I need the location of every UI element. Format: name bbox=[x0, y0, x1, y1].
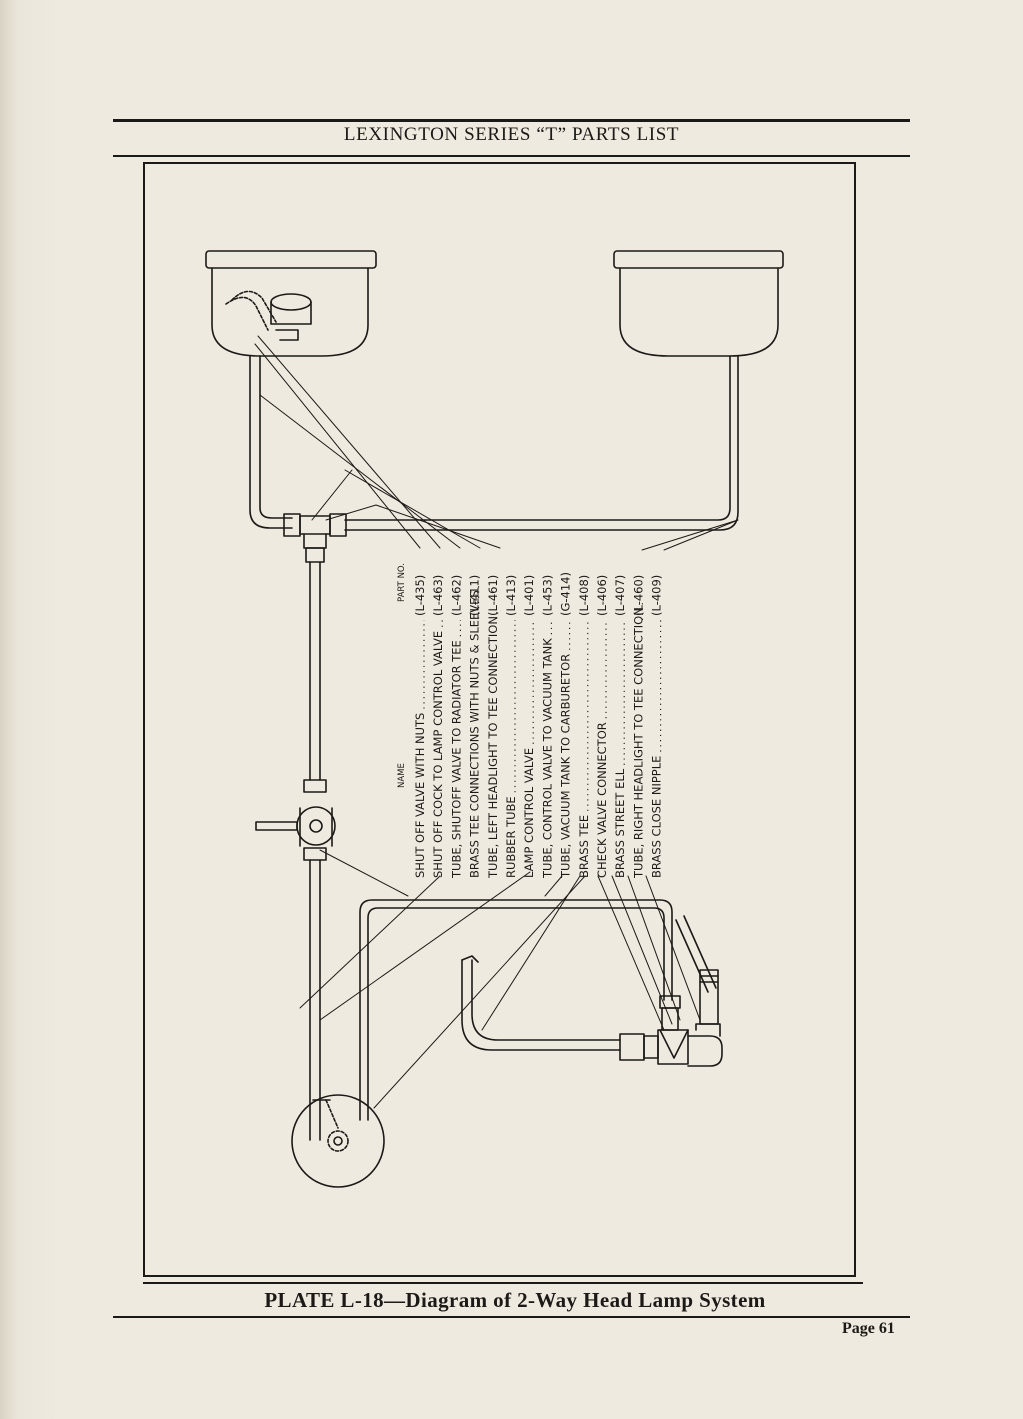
part-number: (L-453) bbox=[540, 575, 554, 616]
part-number: (L-409) bbox=[650, 575, 664, 616]
shutoff-valve bbox=[255, 779, 336, 1141]
headlight-tubes bbox=[249, 355, 739, 531]
plate-caption: PLATE L-18—Diagram of 2-Way Head Lamp Sy… bbox=[264, 1288, 766, 1312]
part-number: (G-414) bbox=[559, 572, 573, 616]
caption-rule-top bbox=[143, 1282, 863, 1284]
left-headlamp bbox=[205, 250, 377, 357]
check-valve-assembly bbox=[619, 969, 723, 1067]
part-number: (L-460) bbox=[631, 575, 645, 616]
part-number: (L-401) bbox=[522, 575, 536, 616]
part-name: BRASS CLOSE NIPPLE bbox=[650, 756, 664, 878]
part-name: SHUT OFF COCK TO LAMP CONTROL VALVE bbox=[431, 631, 445, 878]
part-number: (L-411) bbox=[468, 575, 482, 616]
part-name: TUBE, RIGHT HEADLIGHT TO TEE CONNECTION bbox=[631, 607, 645, 879]
lamp-control-valve bbox=[291, 1094, 385, 1188]
part-number: (L-408) bbox=[577, 575, 591, 616]
part-name: TUBE, LEFT HEADLIGHT TO TEE CONNECTION bbox=[486, 616, 500, 879]
part-number: (L-406) bbox=[595, 575, 609, 616]
part-name: TUBE, VACUUM TANK TO CARBURETOR bbox=[559, 654, 573, 879]
part-name: BRASS TEE bbox=[577, 815, 591, 878]
caption-rule-bottom bbox=[113, 1316, 910, 1318]
parts-table: NAME PART NO. SHUT OFF VALVE WITH NUTS (L… bbox=[397, 563, 664, 879]
part-number: (L-407) bbox=[613, 575, 627, 616]
column-header-part-no: PART NO. bbox=[397, 563, 407, 602]
part-number: (L-462) bbox=[449, 575, 463, 616]
part-name: CHECK VALVE CONNECTOR bbox=[595, 722, 609, 878]
part-name: BRASS STREET ELL bbox=[613, 768, 627, 878]
plate-frame bbox=[143, 162, 856, 1277]
shutoff-tube bbox=[309, 561, 321, 781]
column-header-name: NAME bbox=[397, 763, 407, 788]
right-headlamp bbox=[613, 250, 784, 357]
part-name: SHUT OFF VALVE WITH NUTS bbox=[413, 713, 427, 878]
part-number: (L-435) bbox=[413, 575, 427, 616]
part-number: (L-413) bbox=[504, 575, 518, 616]
part-name: TUBE, SHUTOFF VALVE TO RADIATOR TEE bbox=[449, 640, 463, 879]
brass-tee-radiator bbox=[283, 513, 347, 563]
header-rule-top bbox=[113, 119, 910, 122]
leader-lines bbox=[254, 335, 739, 1109]
header-rule-bottom bbox=[113, 155, 910, 157]
part-name: LAMP CONTROL VALVE bbox=[522, 748, 536, 878]
page-header-title: LEXINGTON SERIES “T” PARTS LIST bbox=[343, 124, 680, 145]
part-name: RUBBER TUBE bbox=[504, 796, 518, 878]
control-valve-tubes bbox=[359, 899, 717, 1121]
page-number: Page 61 bbox=[842, 1320, 895, 1337]
part-name: TUBE, CONTROL VALVE TO VACUUM TANK bbox=[540, 638, 554, 879]
part-number: (L-461) bbox=[486, 575, 500, 616]
part-number: (L-463) bbox=[431, 575, 445, 616]
part-name: BRASS TEE CONNECTIONS WITH NUTS & SLEEVE… bbox=[468, 590, 482, 878]
